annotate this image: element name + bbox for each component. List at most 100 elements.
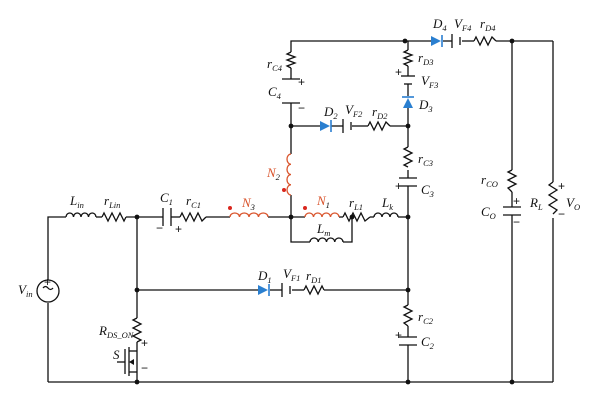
- label-d4: D4: [432, 16, 447, 33]
- vf1-source: [281, 283, 291, 297]
- wires: [47, 40, 554, 383]
- label-vf2: VF2: [345, 102, 363, 119]
- r-d2-resistor: [367, 120, 391, 132]
- c4-capacitor: [282, 78, 300, 104]
- c3-plus-mark: +: [395, 179, 402, 193]
- lk-inductor: [373, 212, 399, 218]
- vin-source: +: [36, 275, 60, 303]
- c1-plus-mark: +: [175, 222, 182, 236]
- junction: [405, 379, 411, 385]
- junction: [134, 287, 140, 293]
- n3-polarity-dot: [228, 206, 232, 210]
- r-c3-resistor: [402, 146, 414, 168]
- label-n3: N3: [241, 195, 255, 212]
- co-minus-mark: −: [513, 215, 520, 229]
- c1-minus-mark: −: [156, 221, 163, 235]
- junction: [134, 214, 140, 220]
- d1-diode: [258, 284, 270, 296]
- r-d3-resistor: [402, 49, 414, 67]
- label-n1: N1: [316, 193, 330, 210]
- junction: [288, 214, 294, 220]
- component-labels: Lin rLin C1 rC1 N3 N1 rL1 Lk Lm N2 C4 rC…: [18, 16, 580, 362]
- c2-capacitor: [399, 336, 417, 346]
- n3-winding: [229, 212, 269, 218]
- label-n2: N2: [266, 165, 281, 182]
- r-ds-on-resistor: [131, 317, 143, 343]
- switch-mosfet: [117, 347, 138, 376]
- label-r-d1: rD1: [306, 268, 321, 285]
- co-capacitor: [503, 206, 521, 216]
- c3-capacitor: [399, 177, 417, 187]
- label-v-o: VO: [566, 195, 580, 212]
- junction: [509, 379, 515, 385]
- r-d1-resistor: [303, 284, 325, 296]
- switch-minus-mark: −: [141, 361, 148, 375]
- label-d1: D1: [257, 268, 272, 285]
- label-r-c4: rC4: [267, 56, 283, 73]
- vf3-plus-mark: +: [395, 65, 402, 79]
- r-l1-resistor: [342, 211, 371, 223]
- junction: [509, 38, 515, 44]
- junction: [405, 287, 411, 293]
- vf3-source: [401, 75, 415, 85]
- label-l-in: Lin: [69, 193, 84, 210]
- label-r-d4: rD4: [480, 16, 496, 33]
- label-r-lin: rLin: [104, 193, 120, 210]
- vo-plus-mark: +: [558, 179, 565, 193]
- label-c2: C2: [421, 334, 435, 351]
- d3-diode: [402, 96, 414, 108]
- lm-inductor: [309, 237, 344, 243]
- d2-diode: [320, 120, 332, 132]
- label-r-d3: rD3: [418, 50, 433, 67]
- svg-text:+: +: [44, 275, 51, 289]
- label-vf1: VF1: [283, 266, 300, 283]
- label-c1: C1: [160, 190, 173, 207]
- polarity-marks: − + + − + + + + − + − + −: [141, 65, 565, 375]
- label-r-l1: rL1: [349, 195, 363, 212]
- junction: [134, 379, 140, 385]
- label-d3: D3: [418, 97, 433, 114]
- label-vf4: VF4: [454, 16, 472, 33]
- junction: [402, 38, 408, 44]
- d4-diode: [431, 35, 443, 47]
- label-r-ds-on: RDS_ON: [98, 323, 135, 340]
- r-c1-resistor: [179, 211, 207, 223]
- l-in-inductor: [65, 212, 97, 218]
- label-v-in: Vin: [18, 282, 33, 299]
- label-s: S: [113, 347, 120, 362]
- junction: [405, 214, 411, 220]
- label-r-c1: rC1: [186, 193, 201, 210]
- r-c2-resistor: [402, 304, 414, 327]
- n1-winding: [304, 212, 340, 218]
- c2-plus-mark: +: [395, 328, 402, 342]
- junction: [288, 123, 294, 129]
- label-r-co: rCO: [481, 172, 498, 189]
- c1-capacitor: [162, 208, 172, 226]
- n1-polarity-dot: [303, 206, 307, 210]
- c4-minus-mark: −: [298, 101, 305, 115]
- co-plus-mark: +: [513, 194, 520, 208]
- vo-minus-mark: −: [558, 207, 565, 221]
- label-d2: D2: [323, 104, 338, 121]
- rl-resistor: [547, 181, 559, 215]
- label-vf3: VF3: [421, 73, 438, 90]
- n2-winding: [286, 153, 292, 196]
- label-r-d2: rD2: [372, 104, 388, 121]
- label-r-l: RL: [529, 195, 543, 212]
- label-lm: Lm: [316, 221, 330, 238]
- junction: [405, 123, 411, 129]
- vf2-source: [342, 119, 352, 133]
- junction-dots: [134, 38, 515, 385]
- label-r-c3: rC3: [418, 151, 433, 168]
- label-c3: C3: [421, 182, 434, 199]
- label-r-c2: rC2: [418, 309, 434, 326]
- switch-plus-mark: +: [141, 336, 148, 350]
- r-d4-resistor: [473, 35, 497, 47]
- label-c4: C4: [268, 84, 282, 101]
- n2-polarity-dot: [282, 188, 286, 192]
- vf4-source: [451, 34, 461, 48]
- r-lin-resistor: [101, 211, 127, 223]
- label-c-o: CO: [481, 204, 496, 221]
- c4-plus-mark: +: [298, 75, 305, 89]
